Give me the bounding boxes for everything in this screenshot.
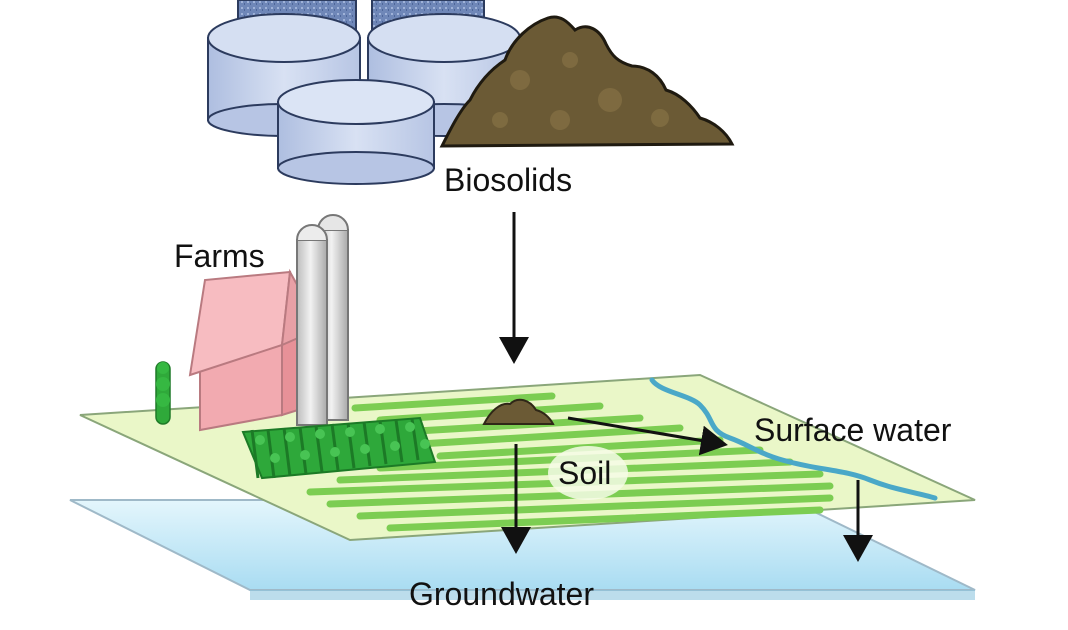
soil-highlight [548,446,628,500]
arrow-soil-to-surface-water [567,416,728,456]
farms-label: Farms [174,238,265,274]
biosolids-pile-icon [439,15,735,148]
silo-icon [296,214,349,426]
tree-icon [155,361,171,425]
corn-field-icon [241,416,437,480]
biosolids-field-pile-icon [482,398,555,425]
flow-arrows [499,212,873,562]
surface-water-label: Surface water [754,412,952,448]
biosolids-label: Biosolids [444,162,572,198]
soil-label: Soil [558,455,611,491]
barn-icon [188,268,302,432]
storage-tank-icon [207,0,521,185]
river-icon [649,377,938,501]
soil-field-layer [79,373,976,542]
groundwater-label: Groundwater [409,576,594,612]
